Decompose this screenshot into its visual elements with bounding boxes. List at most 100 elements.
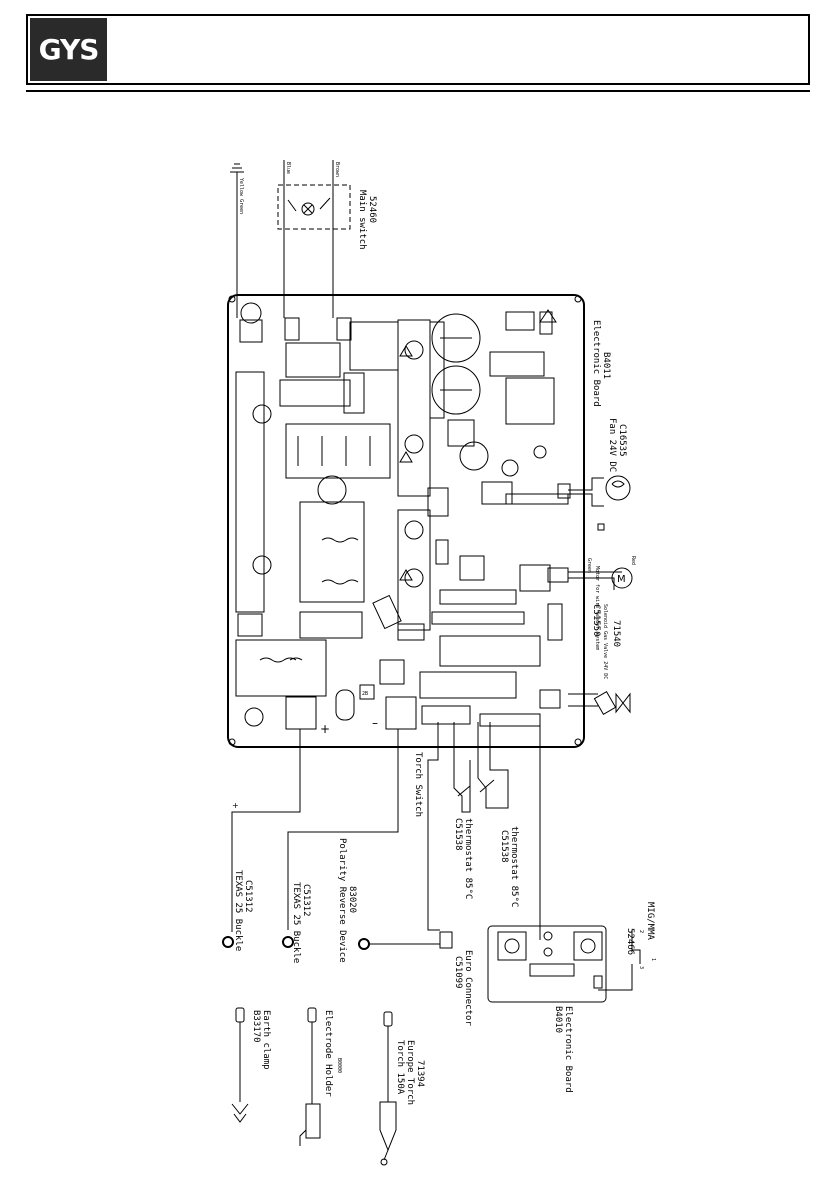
board-minus-sign: –: [372, 716, 378, 730]
heatsink-ring: [404, 520, 424, 540]
fan-blade: [611, 480, 625, 488]
wire-torch-switch: [427, 722, 440, 931]
ic-chip: [359, 684, 375, 700]
board-label-ref: B4011: [601, 352, 611, 379]
transformer-coil: [321, 537, 359, 585]
logic-section: [439, 635, 541, 667]
wire-thermostat-2: [477, 722, 509, 809]
texas-minus-name: TEXAS 25 Buckle: [291, 882, 301, 963]
electrode-holder-plug: [307, 1007, 317, 1023]
ic-row: [419, 671, 517, 699]
main-switch-name: Main switch: [357, 190, 367, 250]
resistor-row: [439, 589, 517, 605]
selector-name: MIG/MMA: [645, 902, 655, 941]
torch-nozzle: [383, 1149, 389, 1161]
thermostat-2-contact: [479, 779, 495, 793]
input-connector: [284, 317, 300, 341]
igbt-module: [285, 423, 391, 479]
thermostat-2-name: thermostat 85°C: [509, 826, 519, 907]
electrode-holder-jaw: [299, 1129, 307, 1146]
b4010-ref: B4010: [553, 1006, 563, 1033]
output-choke: [299, 611, 363, 639]
earth-clamp-name: Earth clamp: [261, 1010, 271, 1070]
warning-triangle: [539, 309, 557, 323]
heatsink-left: [397, 319, 431, 497]
texas-minus-ref: C51312: [301, 884, 311, 917]
fan-ref: C16535: [617, 424, 627, 457]
output-transformer: [235, 639, 327, 697]
texas-minus-socket: [282, 936, 294, 948]
valve-connector: [539, 689, 561, 709]
motor-wires: [568, 571, 622, 590]
bottom-wiring: + TEXAS 25 Buckle C51312 TEXAS 25 Buckle…: [222, 722, 541, 1026]
component: [379, 659, 405, 685]
dc-dc-transformer: [505, 377, 555, 425]
polarity-socket: [358, 938, 370, 950]
b4010-led: [543, 931, 553, 941]
main-transformer: [299, 501, 365, 603]
wire-blue-label: Blue: [285, 162, 291, 174]
b4010-tab: [593, 975, 603, 989]
mount-hole: [228, 295, 236, 303]
electrode-holder-group: Electrode Holder B0000: [299, 1007, 342, 1146]
motor-group: M Red Green Motor for wire feeder system…: [568, 556, 636, 650]
earth-clamp-group: B33170 Earth clamp: [231, 1007, 271, 1123]
header-row: [505, 493, 569, 505]
igbt-leads: [297, 436, 371, 466]
warning-triangle: [399, 569, 413, 581]
switch-contact: [319, 197, 331, 210]
output-terminal-plus: [285, 696, 317, 730]
capacitor-2: [431, 365, 481, 415]
earth-wire-label: Yellow Green: [238, 178, 244, 214]
connector-ring: [252, 404, 272, 424]
fan-marker: [597, 523, 605, 531]
component: [435, 539, 449, 565]
b4010-outline: [487, 925, 607, 1003]
b4010-name: Electronic Board: [563, 1006, 573, 1093]
control-ic: [489, 351, 545, 377]
gas-valve-name: Solenoid Gas Valve 24V DC: [602, 604, 608, 679]
input-connector: [336, 317, 352, 341]
output-ring: [244, 707, 264, 727]
component: [447, 419, 475, 447]
fan-group: Fan 24V DC C16535: [568, 418, 631, 531]
b4010-connector: [529, 963, 575, 977]
switch-lamp-icon: [301, 202, 315, 216]
power-module: [279, 379, 351, 407]
chip-label: 2B: [362, 691, 368, 697]
earth-icon: [230, 163, 244, 173]
texas-plus-name: TEXAS 25 Buckle: [233, 870, 243, 951]
main-switch-box: [277, 184, 351, 230]
b4010-knob: [580, 938, 596, 954]
polarity-device-name: Polarity Reverse Device: [337, 838, 347, 963]
wire-texas-plus: [231, 729, 301, 932]
texas-plus-polarity: +: [232, 801, 239, 810]
selector-pos-1: 1: [650, 958, 656, 961]
b4010-switch-left: [497, 931, 527, 961]
component: [427, 487, 449, 517]
torch-name: Torch 150A: [395, 1040, 405, 1095]
motor-connector: [547, 567, 569, 583]
torch-switch-name: Torch Switch: [413, 752, 423, 817]
motor-icon: [611, 567, 633, 589]
fan-icon: [605, 475, 631, 501]
heatsink-ring: [404, 568, 424, 588]
board-plus-sign: +: [320, 722, 330, 736]
torch-plug: [383, 1011, 393, 1027]
polarity-device-ref: 83020: [347, 886, 357, 913]
main-switch-group: Blue Brown Main switch 52460 Yellow Gree…: [230, 160, 377, 318]
output-terminal-minus: [385, 696, 417, 730]
motor-name: Motor for wire feeder system: [594, 566, 600, 650]
thermostat-2-ref: C51538: [499, 830, 509, 863]
header-pins: [547, 603, 563, 641]
thermostat-1-ref: C51538: [453, 818, 463, 851]
selector-wires: [598, 930, 641, 991]
shunt: [372, 594, 402, 630]
electrode-holder-handle: [305, 1103, 321, 1139]
component: [481, 481, 513, 505]
torch-ref: 71394: [415, 1060, 425, 1087]
b4010-led: [543, 947, 553, 957]
heatsink-ring: [404, 434, 424, 454]
mount-hole: [228, 738, 236, 746]
